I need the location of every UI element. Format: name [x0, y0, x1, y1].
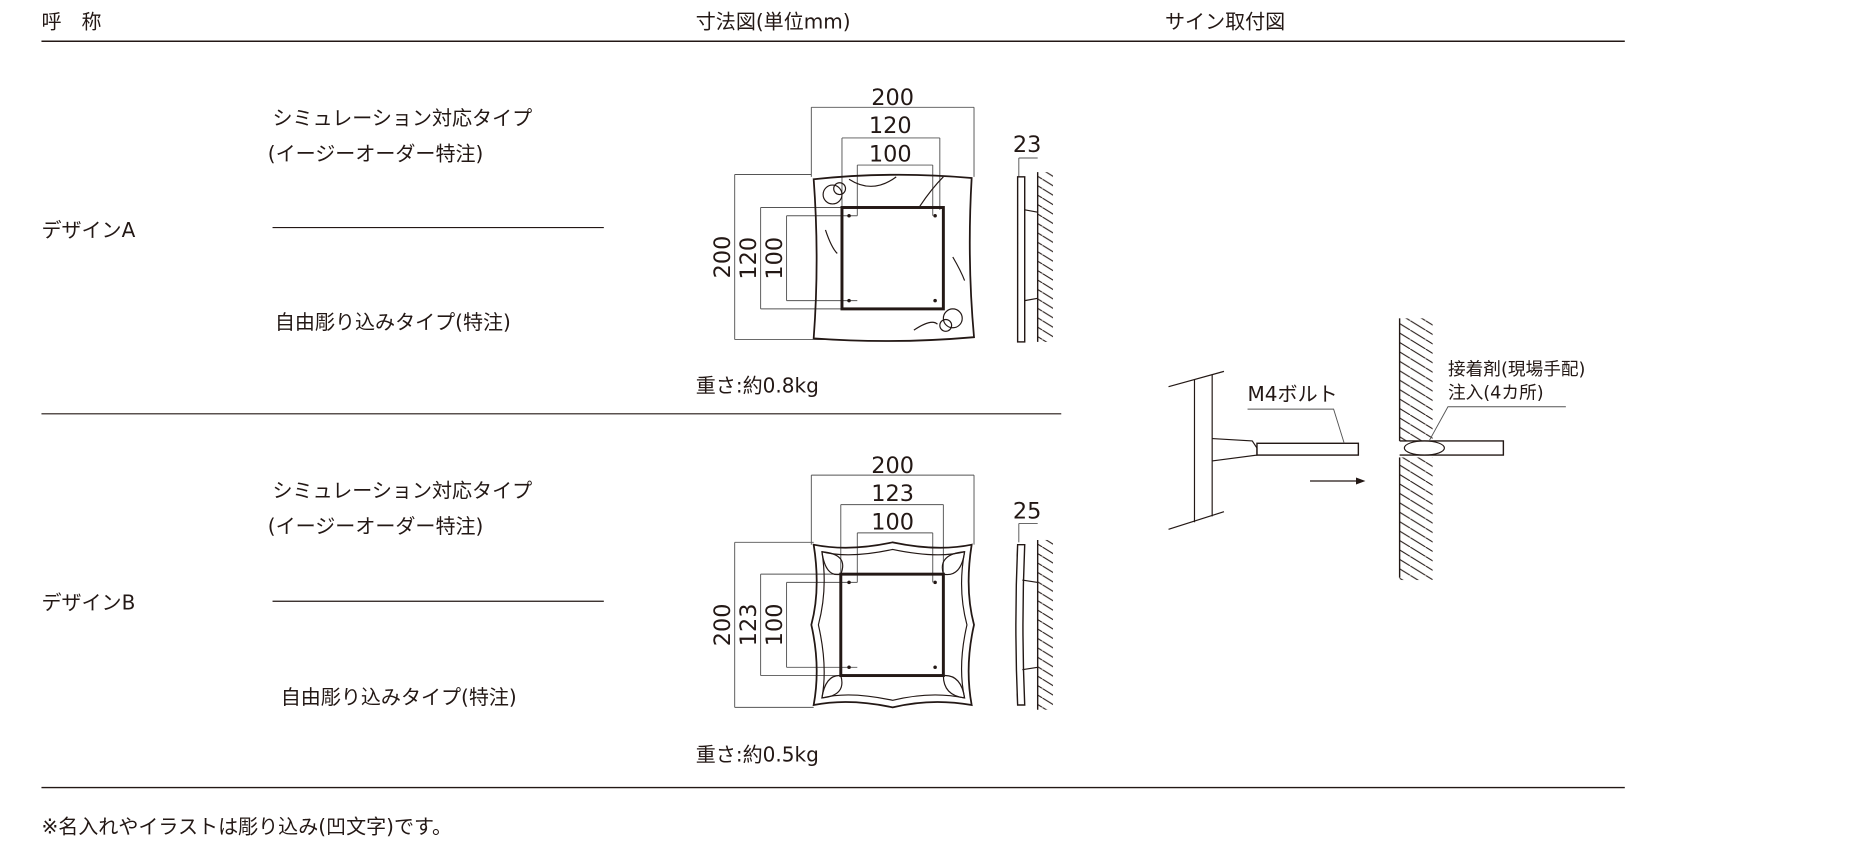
- thickness: 23: [1013, 132, 1041, 158]
- design-b-row: デザインB シミュレーション対応タイプ (イージーオーダー特注) 自由彫り込みタ…: [41, 453, 1054, 767]
- dim-mid: 120: [869, 113, 912, 139]
- dim-inner-v: 100: [762, 603, 788, 646]
- sign-frame: [812, 173, 975, 342]
- footnote: ※名入れやイラストは彫り込み(凹文字)です。: [41, 815, 452, 839]
- arrow-icon: [1356, 477, 1366, 485]
- thickness: 25: [1013, 499, 1041, 525]
- adhesive: [1403, 440, 1446, 456]
- dimension-drawing-b: 200 123 100 200 123 100 25: [710, 453, 1054, 710]
- dim-mid: 123: [871, 481, 914, 507]
- type-sim-line2: (イージーオーダー特注): [268, 514, 484, 538]
- dim-outer: 200: [871, 85, 914, 111]
- m4-bolt: [1256, 442, 1360, 456]
- weight: 重さ:約0.8kg: [696, 374, 819, 398]
- weight: 重さ:約0.5kg: [696, 743, 819, 767]
- dim-outer-v: 200: [710, 236, 736, 279]
- bolt-base: [1212, 437, 1258, 462]
- type-sim-line1: シミュレーション対応タイプ: [273, 106, 533, 130]
- adhesive-label-2: 注入(4カ所): [1448, 382, 1544, 403]
- anchor-bolt: [1399, 440, 1505, 456]
- dim-inner-v: 100: [762, 237, 788, 280]
- dim-mid-v: 120: [736, 237, 762, 280]
- type-free: 自由彫り込みタイプ(特注): [281, 685, 517, 709]
- header-mounting: サイン取付図: [1165, 9, 1285, 33]
- adhesive-label-1: 接着剤(現場手配): [1448, 359, 1586, 380]
- name-plate: [840, 206, 945, 311]
- dim-outer: 200: [871, 453, 914, 479]
- header-dimension: 寸法図(単位mm): [696, 9, 851, 33]
- side-view-panel: [1016, 176, 1026, 343]
- dim-inner: 100: [871, 509, 914, 535]
- type-sim-line1: シミュレーション対応タイプ: [273, 479, 533, 503]
- sign-frame: [810, 541, 975, 709]
- side-view-panel: [1015, 543, 1026, 706]
- type-sim-line2: (イージーオーダー特注): [268, 141, 484, 165]
- header-name: 呼 称: [41, 9, 101, 33]
- bolt-label: M4ボルト: [1248, 382, 1338, 406]
- design-name: デザインB: [41, 591, 135, 615]
- mounting-diagram: M4ボルト 接着剤(現場手配) 注入(4カ所): [1168, 318, 1586, 581]
- type-free: 自由彫り込みタイプ(特注): [275, 310, 511, 334]
- dim-mid-v: 123: [736, 603, 762, 646]
- dim-outer-v: 200: [710, 603, 736, 646]
- name-plate: [839, 572, 945, 678]
- design-name: デザインA: [41, 218, 135, 242]
- design-a-row: デザインA シミュレーション対応タイプ (イージーオーダー特注) 自由彫り込みタ…: [41, 85, 1054, 398]
- dim-inner: 100: [869, 142, 912, 168]
- dimension-drawing-a: 200 120 100 200 120 100 23: [710, 85, 1054, 343]
